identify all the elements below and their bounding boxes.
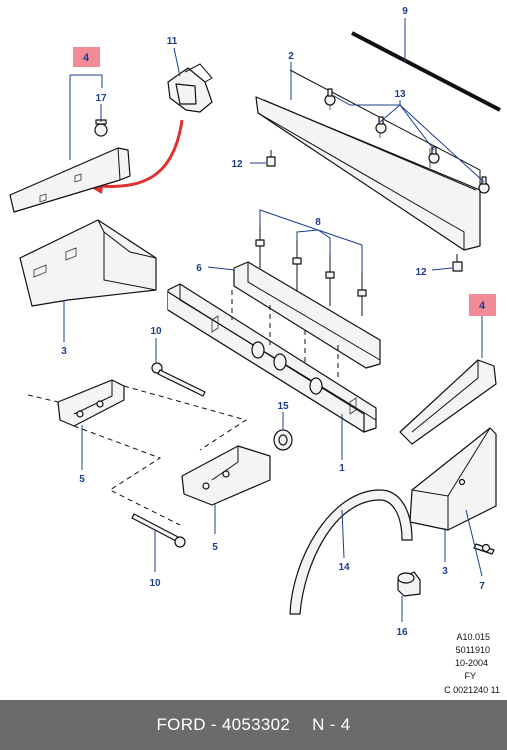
part-2-upper-rail bbox=[255, 69, 481, 251]
part-12-nut-top bbox=[266, 150, 276, 167]
bracket-dash-lines-left bbox=[27, 385, 248, 526]
callout-11: 11 bbox=[167, 36, 178, 47]
part-9-seal-strip bbox=[351, 31, 501, 112]
leader-4a bbox=[69, 74, 103, 160]
parts-diagram: 9 2 13 12 12 11 4 bbox=[9, 6, 501, 695]
leader-11 bbox=[173, 47, 181, 77]
callout-4b: 4 bbox=[479, 300, 486, 312]
part-7-pin bbox=[473, 543, 495, 555]
callout-12a: 12 bbox=[231, 159, 243, 170]
callout-10a: 10 bbox=[150, 326, 162, 337]
part-4-bracket-lower bbox=[399, 359, 497, 445]
part-11-clip bbox=[167, 63, 213, 113]
footer-code: N - 4 bbox=[312, 715, 351, 734]
callout-3a: 3 bbox=[61, 346, 67, 357]
part-8-studs bbox=[255, 225, 367, 316]
callout-15: 15 bbox=[277, 401, 289, 412]
stud-dash-lines bbox=[231, 290, 339, 380]
callout-13: 13 bbox=[394, 89, 406, 100]
footer-part-number: FORD - 4053302 bbox=[156, 715, 291, 734]
leader-8 bbox=[259, 209, 363, 272]
part-4-bracket-upper bbox=[9, 147, 131, 213]
part-6-bracket bbox=[233, 261, 381, 369]
part-3-moulding-left bbox=[19, 219, 157, 307]
part-5-bracket-right bbox=[181, 445, 271, 506]
part-1-cross-member bbox=[167, 283, 377, 433]
callout-14: 14 bbox=[338, 562, 350, 573]
part-17-fastener bbox=[94, 119, 108, 137]
callout-10b: 10 bbox=[149, 578, 161, 589]
part-15-bushing bbox=[273, 429, 293, 451]
reference-block: A10.015 5011910 10-2004 FY C 0021240 11 bbox=[444, 632, 500, 695]
callout-9: 9 bbox=[402, 6, 408, 17]
callout-3b: 3 bbox=[442, 566, 448, 577]
callout-7: 7 bbox=[479, 581, 485, 592]
callout-12b: 12 bbox=[415, 267, 427, 278]
callout-8: 8 bbox=[315, 217, 321, 228]
part-12-nut-bottom bbox=[452, 254, 463, 272]
callout-17: 17 bbox=[95, 93, 107, 104]
callout-1: 1 bbox=[339, 463, 345, 474]
ref-line-3: 10-2004 bbox=[455, 658, 488, 668]
leader-12b bbox=[431, 267, 453, 271]
part-16-plug bbox=[397, 571, 421, 597]
leader-13 bbox=[331, 94, 485, 183]
part-10-bolt-lower bbox=[131, 513, 186, 548]
ref-line-4: FY bbox=[464, 671, 476, 681]
leader-14 bbox=[341, 509, 345, 559]
callout-5b: 5 bbox=[212, 542, 218, 553]
ref-line-2: 5011910 bbox=[456, 645, 490, 655]
ref-line-1: A10.015 bbox=[456, 632, 490, 642]
callout-4a: 4 bbox=[83, 52, 90, 64]
highlight-4b bbox=[469, 294, 496, 316]
highlight-4a bbox=[73, 47, 100, 67]
part-10-bolt-upper bbox=[151, 362, 206, 397]
leader-7 bbox=[465, 509, 483, 577]
callout-5a: 5 bbox=[79, 474, 85, 485]
part-5-bracket-left bbox=[57, 379, 125, 427]
part-14-wheel-arch bbox=[289, 489, 413, 615]
part-3-moulding-right bbox=[409, 427, 497, 531]
callout-16: 16 bbox=[396, 627, 408, 638]
callout-2: 2 bbox=[288, 51, 294, 62]
callout-6: 6 bbox=[196, 263, 202, 274]
footer-bar: FORD - 4053302 N - 4 bbox=[0, 700, 507, 750]
ref-line-5: C 0021240 11 bbox=[444, 685, 500, 695]
leader-6 bbox=[207, 266, 235, 271]
